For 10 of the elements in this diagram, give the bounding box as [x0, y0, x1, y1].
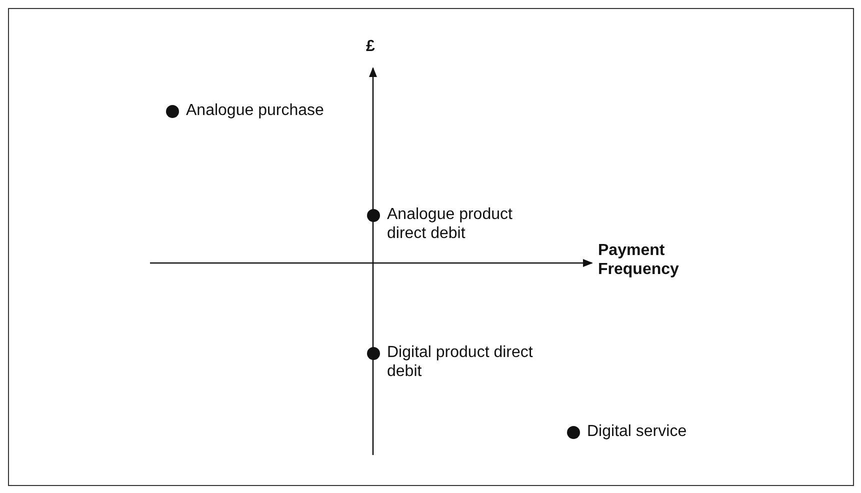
axis-label: £ [366, 37, 376, 56]
point-dot [366, 346, 380, 360]
point-dot [366, 208, 380, 222]
point-dot [566, 426, 580, 438]
point-label: Digital service [587, 422, 687, 441]
axis-label: Payment Frequency [598, 241, 680, 279]
point-label: Analogue purchase [186, 101, 325, 120]
point-dot [166, 104, 178, 118]
point-label: Analogue product direct debit [387, 205, 514, 243]
point-label: Digital product direct debit [387, 343, 534, 381]
